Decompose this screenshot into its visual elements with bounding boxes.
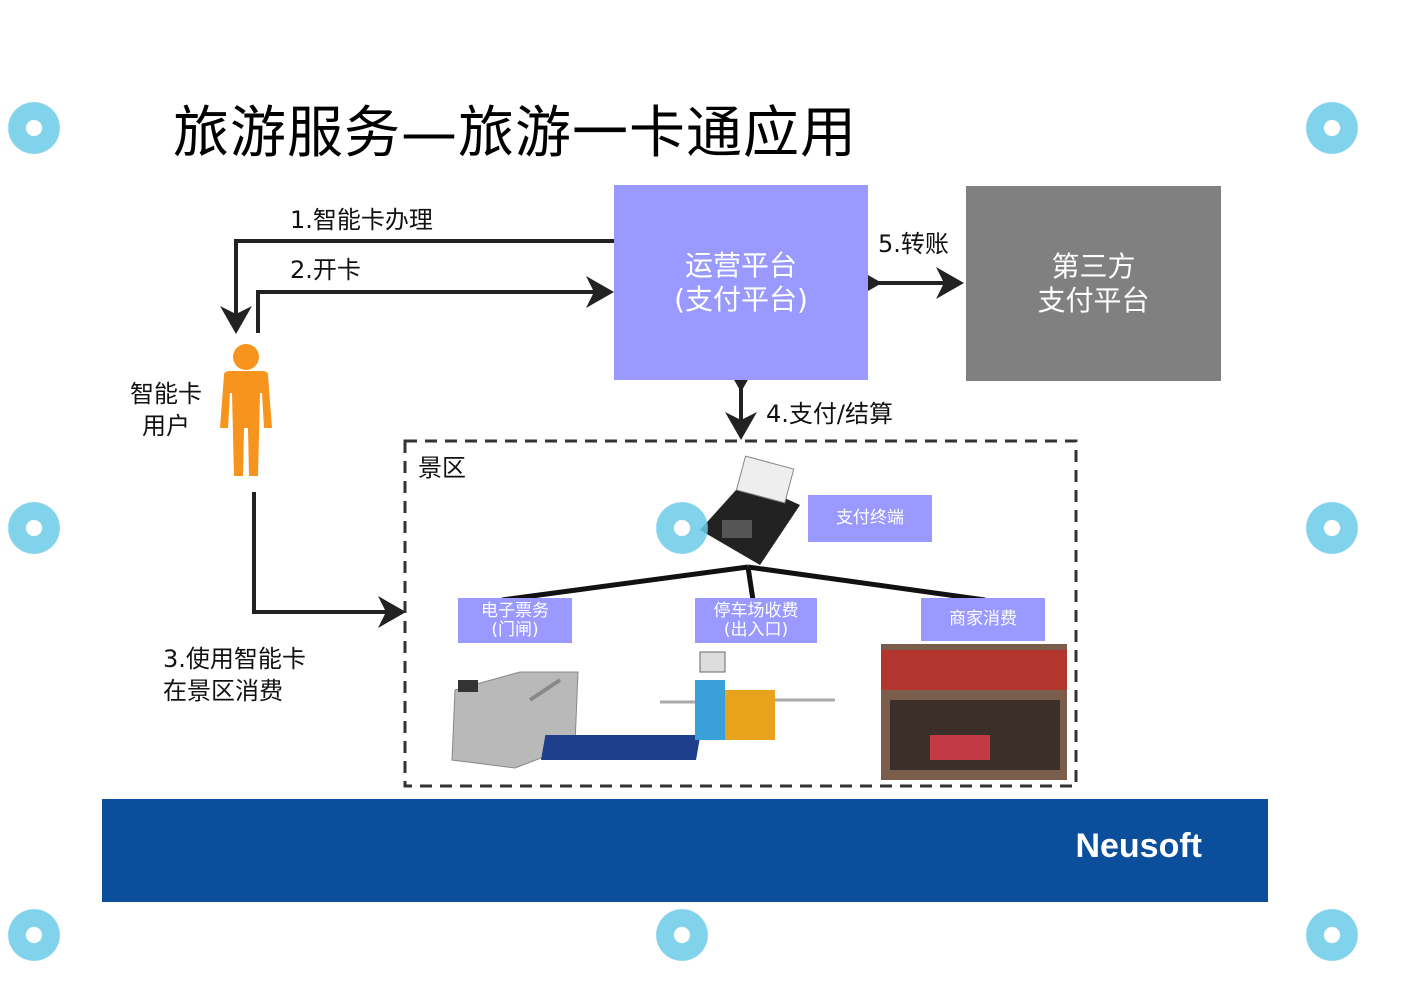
branch-line [747,564,986,603]
parking-fee-label: 停车场收费 (出入口) [695,598,817,643]
branch-line [501,564,749,603]
arrow-card-open [256,276,614,333]
payment-terminal-icon [700,455,800,565]
box-line: (支付平台) [674,282,808,316]
step3-label: 3.使用智能卡 在景区消费 [163,643,306,707]
e-ticket-label: 电子票务 (门闸) [458,598,572,643]
user-label: 智能卡 用户 [130,378,202,442]
watermark-flower-icon [1302,498,1362,558]
watermark-flower-icon [652,905,712,965]
step3-line: 3.使用智能卡 [163,645,306,673]
user-label-line: 智能卡 [130,380,202,408]
box-line: 第三方 [1051,249,1136,283]
step2-label: 2.开卡 [290,256,361,284]
box-line: 运营平台 [684,248,797,282]
arrow-card-issue [220,239,614,334]
tag-line: 商家消费 [949,609,1017,629]
third-party-payment-box: 第三方 支付平台 [966,186,1221,381]
operation-platform-box: 运营平台 (支付平台) [614,185,868,380]
scenic-area-label: 景区 [418,454,466,482]
step5-label: 5.转账 [878,230,949,258]
watermark-flower-icon [4,905,64,965]
step4-label: 4.支付/结算 [766,400,893,428]
page-title: 旅游服务—旅游一卡通应用 [173,101,857,166]
shop-photo-image [881,644,1067,780]
tag-line: 电子票务 [481,600,549,621]
tag-line: (门闸) [491,619,539,640]
parking-gate-image [540,651,835,760]
watermark-flower-icon [4,98,64,158]
box-line: 支付平台 [1037,283,1150,317]
tag-line: (出入口) [723,619,789,640]
tag-line: 停车场收费 [713,600,799,621]
neusoft-logo: Neusoft [1075,827,1202,865]
step3-line: 在景区消费 [163,677,283,705]
merchant-consumption-label: 商家消费 [921,598,1045,641]
arrow-consume [252,492,406,628]
user-person-icon [220,344,272,476]
step1-label: 1.智能卡办理 [290,206,433,234]
user-label-line: 用户 [142,412,190,440]
watermark-flower-icon [1302,98,1362,158]
watermark-flower-icon [4,498,64,558]
branch-line [745,566,756,601]
footer-banner: Neusoft [102,799,1268,902]
watermark-flower-icon [652,498,712,558]
watermark-flower-icon [1302,905,1362,965]
scenic-area-boundary [403,439,1078,788]
payment-terminal-label: 支付终端 [808,495,932,542]
